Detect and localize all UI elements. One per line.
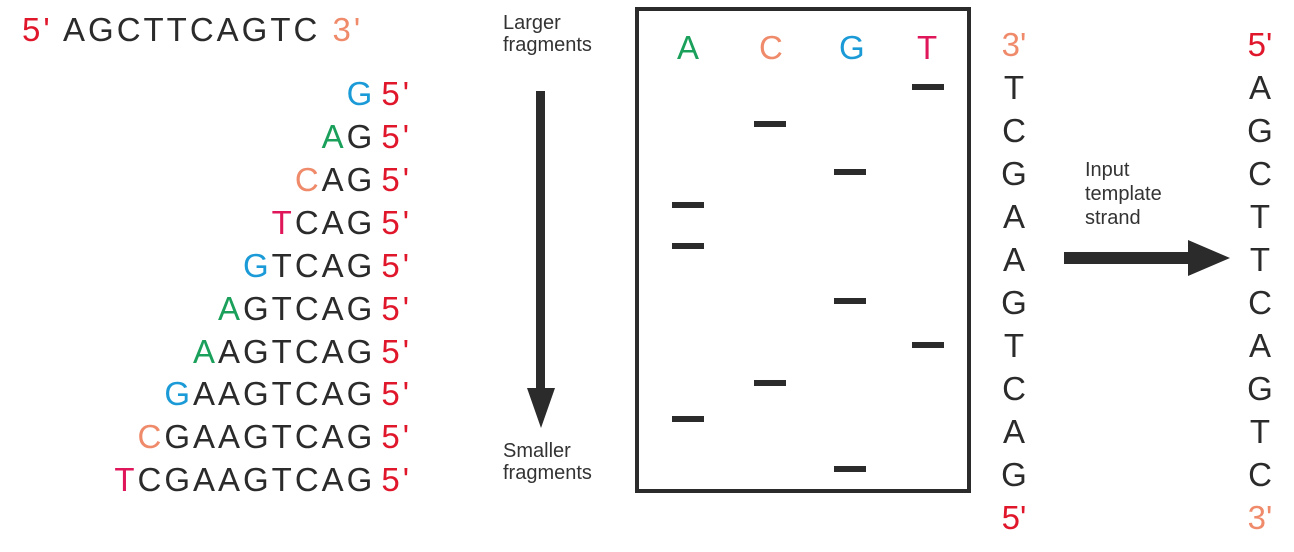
gel-band-t (912, 84, 944, 90)
readout-bottom-end: 5' (1001, 499, 1027, 536)
template-base: A (1248, 327, 1271, 364)
readout-base: C (1002, 370, 1026, 407)
fragment-5-end: 5' (381, 375, 412, 412)
template-base: A (1248, 69, 1271, 106)
top-strand-3-end: 3' (332, 11, 364, 48)
fragment-sequence: CAG (294, 204, 376, 241)
readout-base: G (1001, 456, 1027, 493)
gel-band-g (834, 169, 866, 175)
gel-box (635, 7, 971, 493)
readout-base: T (1003, 69, 1025, 106)
template-arrow-head (1188, 240, 1230, 276)
fragment-terminal-base: T (114, 461, 138, 498)
gel-band-t (912, 342, 944, 348)
fragment-5-end: 5' (381, 204, 412, 241)
readout-top-end: 3' (1001, 26, 1027, 63)
fragment-sequence: CGAAGTCAG (137, 461, 376, 498)
template-top-end: 5' (1247, 26, 1273, 63)
fragment-terminal-base: C (294, 161, 322, 198)
size-arrow-head (527, 388, 555, 428)
fragment-terminal-base: C (137, 418, 165, 455)
top-strand: 5' AGCTTCAGTC 3' (22, 13, 363, 46)
lane-label-a: A (677, 29, 700, 66)
fragment-5-end: 5' (381, 75, 412, 112)
template-base: T (1249, 241, 1271, 278)
fragment-terminal-base: A (192, 333, 218, 370)
gel-band-g (834, 298, 866, 304)
fragment-sequence: G (346, 118, 376, 155)
fragment-5-end: 5' (381, 161, 412, 198)
fragment-terminal-base: G (243, 247, 272, 284)
fragment-terminal-base: A (321, 118, 347, 155)
readout-base: T (1003, 327, 1025, 364)
fragment-terminal-base: G (346, 75, 376, 112)
fragment-sequence: GTCAG (243, 290, 376, 327)
template-bottom-end: 3' (1247, 499, 1273, 536)
top-strand-sequence: AGCTTCAGTC (63, 11, 321, 48)
gel-band-a (672, 416, 704, 422)
fragment-terminal-base: T (271, 204, 295, 241)
fragment-5-end: 5' (381, 118, 412, 155)
fragment-5-end: 5' (381, 290, 412, 327)
fragment-terminal-base: G (164, 375, 193, 412)
template-arrow-shaft (1064, 252, 1192, 264)
readout-base: A (1002, 198, 1025, 235)
template-base: T (1249, 413, 1271, 450)
readout-base: C (1002, 112, 1026, 149)
fragment-sequence: AGTCAG (217, 333, 376, 370)
lane-label-t: T (917, 29, 938, 66)
fragment-sequence: AG (321, 161, 376, 198)
gel-band-a (672, 202, 704, 208)
gel-band-g (834, 466, 866, 472)
readout-base: A (1002, 413, 1025, 450)
fragment-5-end: 5' (381, 461, 412, 498)
larger-fragments-label: Larger fragments (503, 12, 592, 56)
fragment-5-end: 5' (381, 418, 412, 455)
template-base: C (1248, 456, 1272, 493)
readout-base: G (1001, 155, 1027, 192)
fragment-sequence: AAGTCAG (192, 375, 376, 412)
fragment-5-end: 5' (381, 333, 412, 370)
readout-base: G (1001, 284, 1027, 321)
lane-label-c: C (759, 29, 783, 66)
gel-band-c (754, 380, 786, 386)
gel-band-a (672, 243, 704, 249)
template-arrow-label: Input template strand (1085, 159, 1162, 229)
size-arrow-shaft (536, 91, 545, 391)
fragment-sequence: GAAGTCAG (164, 418, 376, 455)
template-base: G (1247, 112, 1273, 149)
lane-label-g: G (839, 29, 865, 66)
template-base: C (1248, 284, 1272, 321)
smaller-fragments-label: Smaller fragments (503, 440, 592, 484)
gel-band-c (754, 121, 786, 127)
template-base: G (1247, 370, 1273, 407)
fragment-terminal-base: A (217, 290, 243, 327)
fragment-sequence: TCAG (271, 247, 376, 284)
readout-base: A (1002, 241, 1025, 278)
fragment-5-end: 5' (381, 247, 412, 284)
template-base: T (1249, 198, 1271, 235)
template-base: C (1248, 155, 1272, 192)
top-strand-5-end: 5' (22, 11, 53, 48)
